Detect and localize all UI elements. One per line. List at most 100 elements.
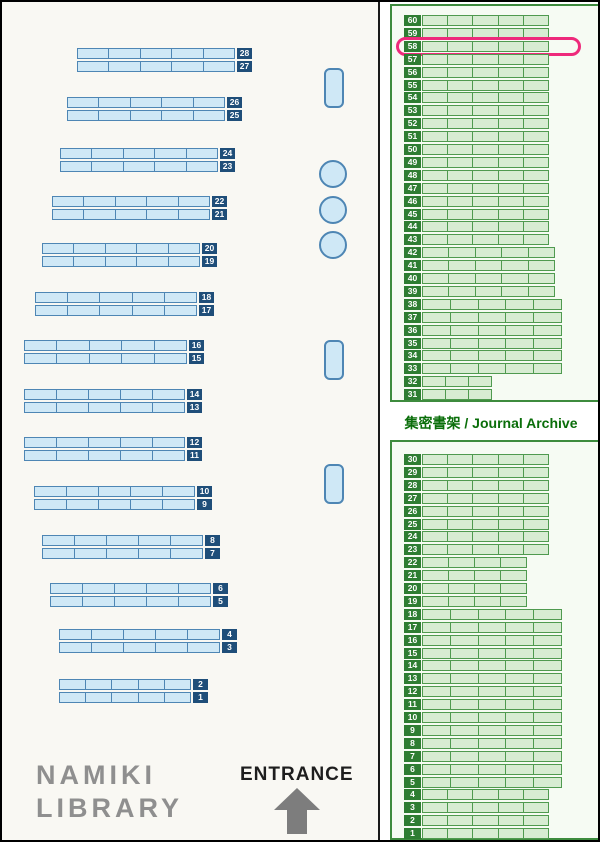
- archive-shelf-row-56[interactable]: [422, 66, 549, 78]
- archive-shelf-row-51[interactable]: [422, 131, 549, 143]
- archive-shelf-row-22[interactable]: [422, 557, 527, 569]
- archive-shelf-row-32[interactable]: [422, 376, 492, 388]
- archive-shelf-row-40[interactable]: [422, 273, 555, 284]
- archive-shelf-row-37[interactable]: [422, 311, 562, 323]
- archive-shelf-row-6[interactable]: [422, 763, 562, 775]
- bookshelf-row-3[interactable]: [59, 642, 220, 653]
- archive-shelf-row-46[interactable]: [422, 195, 549, 207]
- archive-shelf-row-16[interactable]: [422, 634, 562, 646]
- archive-shelf-row-54[interactable]: [422, 92, 549, 104]
- bookshelf-row-25[interactable]: [67, 110, 225, 121]
- archive-shelf-row-5[interactable]: [422, 776, 562, 788]
- bookshelf-row-7[interactable]: [42, 548, 203, 559]
- bookshelf-row-17[interactable]: [35, 305, 197, 316]
- bookshelf-row-19[interactable]: [42, 256, 200, 267]
- archive-shelf-row-13[interactable]: [422, 673, 562, 685]
- bookshelf-row-18[interactable]: [35, 292, 197, 303]
- archive-shelf-row-25[interactable]: [422, 518, 549, 530]
- archive-shelf-row-26[interactable]: [422, 505, 549, 517]
- shelf-segment: [187, 162, 217, 171]
- archive-shelf-row-36[interactable]: [422, 324, 562, 336]
- bookshelf-row-22[interactable]: [52, 196, 210, 207]
- bookshelf-row-9[interactable]: [34, 499, 195, 510]
- archive-shelf-row-60[interactable]: [422, 15, 549, 26]
- archive-shelf-row-8[interactable]: [422, 737, 562, 749]
- archive-shelf-row-21[interactable]: [422, 570, 527, 582]
- archive-shelf-row-39[interactable]: [422, 285, 555, 297]
- bookshelf-row-4[interactable]: [59, 629, 220, 640]
- archive-shelf-row-34[interactable]: [422, 350, 562, 362]
- archive-shelf-row-31[interactable]: [422, 389, 492, 401]
- archive-shelf-row-43[interactable]: [422, 234, 549, 246]
- archive-shelf-row-53[interactable]: [422, 105, 549, 117]
- shelf-segment: [423, 545, 449, 555]
- archive-shelf-row-28[interactable]: [422, 479, 549, 491]
- archive-shelf-row-45[interactable]: [422, 208, 549, 220]
- bookshelf-row-26[interactable]: [67, 97, 225, 108]
- bookshelf-row-27[interactable]: [77, 61, 235, 72]
- archive-shelf-row-12[interactable]: [422, 686, 562, 698]
- archive-shelf-row-38[interactable]: [422, 298, 562, 310]
- archive-shelf-row-57[interactable]: [422, 53, 549, 65]
- archive-shelf-row-18[interactable]: [422, 608, 562, 620]
- bookshelf-row-14[interactable]: [24, 389, 185, 400]
- archive-shelf-number-badge: 24: [404, 531, 421, 543]
- archive-shelf-row-14[interactable]: [422, 660, 562, 672]
- archive-shelf-row-44[interactable]: [422, 221, 549, 233]
- bookshelf-row-5[interactable]: [50, 596, 211, 607]
- bookshelf-row-12[interactable]: [24, 437, 185, 448]
- archive-shelf-row-23[interactable]: [422, 544, 549, 556]
- bookshelf-row-11[interactable]: [24, 450, 185, 461]
- archive-shelf-row-30[interactable]: [422, 454, 549, 465]
- bookshelf-row-1[interactable]: [59, 692, 191, 703]
- bookshelf-row-8[interactable]: [42, 535, 203, 546]
- shelf-segment: [506, 312, 535, 322]
- archive-shelf-row-19[interactable]: [422, 595, 527, 607]
- archive-shelf-row-7[interactable]: [422, 750, 562, 762]
- archive-shelf-row-49[interactable]: [422, 156, 549, 168]
- archive-shelf-row-35[interactable]: [422, 337, 562, 349]
- archive-shelf-row-4[interactable]: [422, 789, 549, 801]
- bookshelf-row-6[interactable]: [50, 583, 211, 594]
- archive-shelf-row-29[interactable]: [422, 466, 549, 478]
- bookshelf-row-20[interactable]: [42, 243, 200, 254]
- bookshelf-row-28[interactable]: [77, 48, 235, 59]
- shelf-segment: [448, 532, 474, 542]
- bookshelf-row-2[interactable]: [59, 679, 191, 690]
- shelf-segment: [423, 725, 451, 735]
- archive-shelf-row-2[interactable]: [422, 815, 549, 827]
- shelf-segment: [92, 630, 124, 639]
- archive-shelf-row-24[interactable]: [422, 531, 549, 543]
- archive-shelf-row-11[interactable]: [422, 699, 562, 711]
- bookshelf-row-10[interactable]: [34, 486, 195, 497]
- archive-shelf-row-1[interactable]: [422, 828, 549, 840]
- archive-shelf-row-15[interactable]: [422, 647, 562, 659]
- archive-shelf-row-9[interactable]: [422, 724, 562, 736]
- archive-shelf-row-10[interactable]: [422, 712, 562, 723]
- archive-shelf-row-52[interactable]: [422, 118, 549, 130]
- archive-shelf-row-3[interactable]: [422, 802, 549, 814]
- shelf-segment: [448, 170, 474, 180]
- bookshelf-row-21[interactable]: [52, 209, 210, 220]
- archive-shelf-row-27[interactable]: [422, 492, 549, 504]
- bookshelf-row-13[interactable]: [24, 402, 185, 413]
- bookshelf-row-15[interactable]: [24, 353, 187, 364]
- archive-shelf-row-55[interactable]: [422, 79, 549, 91]
- bookshelf-row-16[interactable]: [24, 340, 187, 351]
- shelf-segment: [524, 158, 548, 167]
- archive-shelf-row-20[interactable]: [422, 583, 527, 594]
- shelf-segment: [137, 257, 169, 266]
- archive-shelf-row-33[interactable]: [422, 363, 562, 375]
- archive-shelf-row-58[interactable]: [422, 40, 549, 52]
- shelf-segment: [473, 80, 499, 90]
- archive-shelf-row-41[interactable]: [422, 260, 555, 272]
- archive-shelf-row-48[interactable]: [422, 169, 549, 181]
- archive-shelf-row-42[interactable]: [422, 247, 555, 259]
- bookshelf-row-24[interactable]: [60, 148, 218, 159]
- bookshelf-row-23[interactable]: [60, 161, 218, 172]
- shelf-segment: [479, 635, 507, 645]
- archive-shelf-row-17[interactable]: [422, 621, 562, 633]
- shelf-segment: [423, 713, 451, 722]
- archive-shelf-row-47[interactable]: [422, 182, 549, 194]
- archive-shelf-row-50[interactable]: [422, 144, 549, 155]
